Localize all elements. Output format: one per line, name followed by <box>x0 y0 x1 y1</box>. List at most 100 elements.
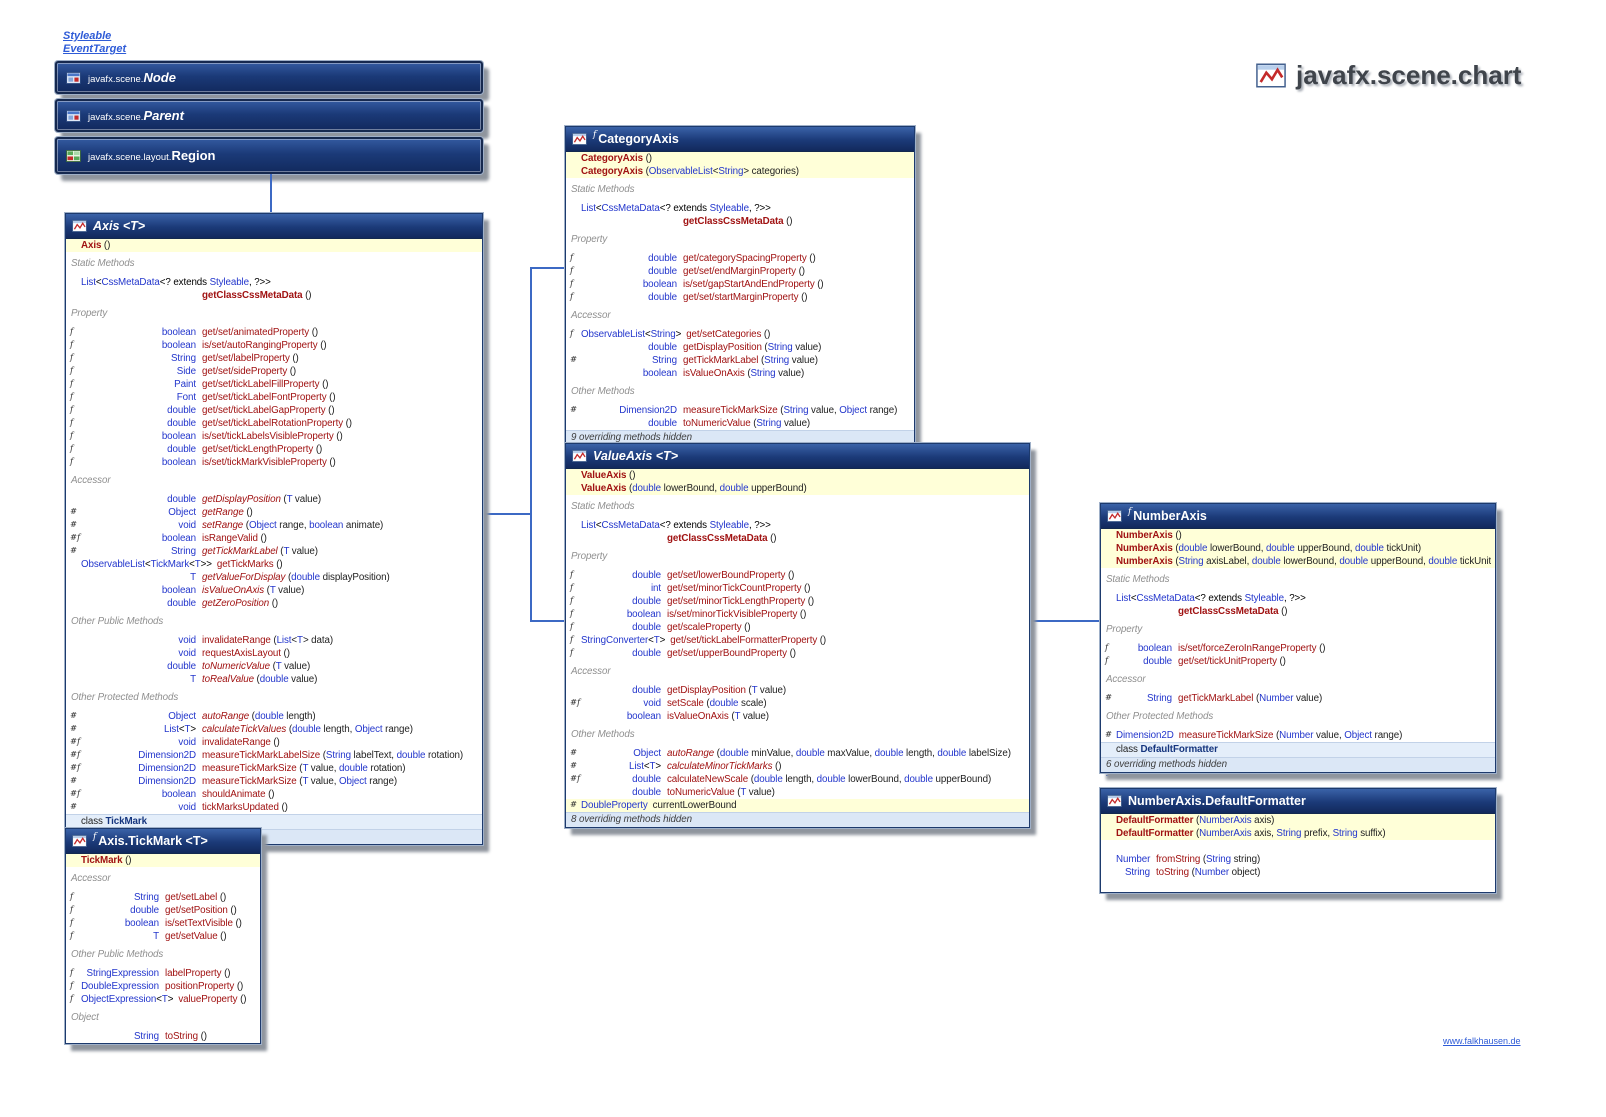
link-styleable[interactable]: Styleable <box>63 30 112 42</box>
link-event-target[interactable]: EventTarget <box>63 43 127 55</box>
note-row: 6 overriding methods hidden <box>1101 757 1495 772</box>
class-name: Axis <T> <box>93 219 146 233</box>
inheritance-connector <box>530 267 532 622</box>
section-header: Accessor <box>1106 674 1146 685</box>
website-link[interactable]: www.falkhausen.de <box>1443 1036 1521 1046</box>
section-header: Other Protected Methods <box>1106 711 1214 722</box>
spacer-row <box>1101 840 1495 853</box>
constructor-row: DefaultFormatter (NumberAxis axis, Strin… <box>1101 827 1495 840</box>
section-header: Accessor <box>71 475 111 486</box>
constructor-row: NumberAxis () <box>1101 529 1495 542</box>
member-row: List<CssMetaData<? extends Styleable, ?>… <box>1116 593 1306 604</box>
section-header: Accessor <box>571 310 611 321</box>
inheritance-connector <box>532 620 565 622</box>
class-box-value-axis[interactable]: ValueAxis <T>ValueAxis ()ValueAxis (doub… <box>565 443 1030 828</box>
superclass-box-node[interactable]: javafx.scene.Node <box>55 61 483 94</box>
node-icon <box>66 71 81 84</box>
class-qualified-name: javafx.scene.layout.Region <box>88 147 216 163</box>
section-header: Accessor <box>571 666 611 677</box>
section-header: Property <box>71 308 108 319</box>
constructor-row: CategoryAxis (ObservableList<String> cat… <box>566 165 914 178</box>
section-header: Other Protected Methods <box>71 692 179 703</box>
class-title-bar: ValueAxis <T> <box>566 444 1029 469</box>
constructor-row: DefaultFormatter (NumberAxis axis) <box>1101 814 1495 827</box>
member-row: getClassCssMetaData () <box>667 533 777 544</box>
section-header: Static Methods <box>571 184 635 195</box>
note-row: 9 overriding methods hidden <box>566 430 914 445</box>
inheritance-connector <box>532 267 565 269</box>
class-icon <box>572 450 587 462</box>
inheritance-connector <box>270 174 272 214</box>
inheritance-connector <box>1030 620 1100 622</box>
final-marker: f <box>93 832 97 842</box>
section-header: Static Methods <box>571 501 635 512</box>
spacer-row <box>1101 879 1495 892</box>
section-header: Accessor <box>71 873 111 884</box>
superclass-box-parent[interactable]: javafx.scene.Parent <box>55 99 483 132</box>
constructor-row: NumberAxis (String axisLabel, double low… <box>1101 555 1495 568</box>
chart-package-icon <box>1256 63 1286 88</box>
member-row: #List<T>calculateTickValues (double leng… <box>70 724 413 735</box>
class-qualified-name: javafx.scene.Node <box>88 69 176 85</box>
member-row: #List<T>calculateMinorTickMarks () <box>570 761 782 772</box>
member-row: getClassCssMetaData () <box>683 216 793 227</box>
class-name: ValueAxis <T> <box>593 449 678 463</box>
section-header: Static Methods <box>71 258 135 269</box>
member-row: List<CssMetaData<? extends Styleable, ?>… <box>581 520 771 531</box>
node-icon <box>66 109 81 122</box>
package-title: javafx.scene.chart <box>1256 60 1521 91</box>
nested-class-row: class DefaultFormatter <box>1101 742 1495 757</box>
class-name: Axis.TickMark <T> <box>98 834 208 848</box>
superclass-box-region[interactable]: javafx.scene.layout.Region <box>55 137 483 174</box>
note-row: 8 overriding methods hidden <box>566 812 1029 827</box>
class-name: NumberAxis.DefaultFormatter <box>1128 794 1306 808</box>
final-marker: f <box>1128 507 1132 517</box>
section-header: Other Methods <box>571 386 635 397</box>
